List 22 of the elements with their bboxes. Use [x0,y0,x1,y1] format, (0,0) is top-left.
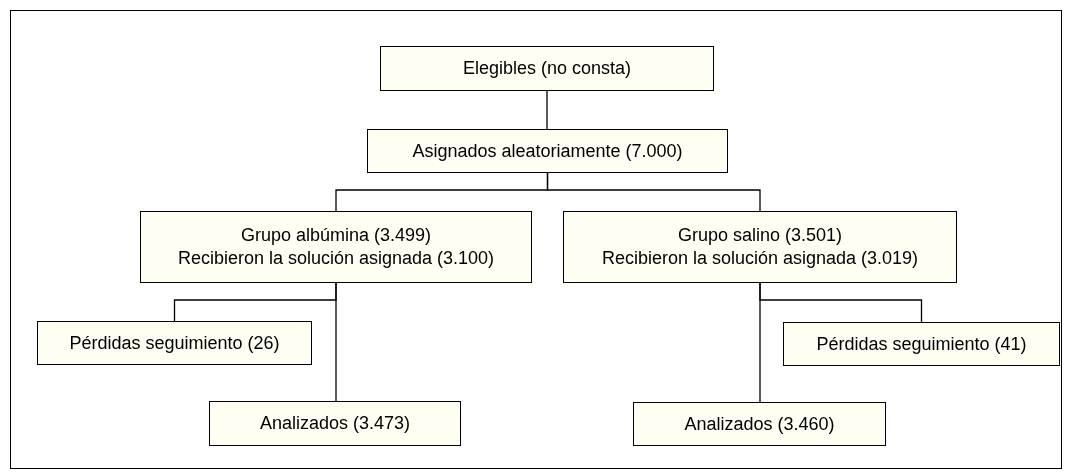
box-text: Analizados (3.473) [259,412,411,435]
process-box [633,402,886,446]
connector-line [759,282,761,403]
process-box [140,211,532,283]
box-text: Recibieron la solución asignada (3.019) [601,247,919,270]
process-box [209,401,461,446]
process-box [563,211,957,283]
box-text: Grupo albúmina (3.499) [240,224,432,247]
box-text: Recibieron la solución asignada (3.100) [177,247,495,270]
box-text: Elegibles (no consta) [462,57,632,80]
process-box [37,321,312,365]
connector-line [546,90,548,130]
connector-line [335,282,337,402]
box-text: Grupo salino (3.501) [677,224,843,247]
box-text: Pérdidas seguimiento (26) [69,331,280,355]
process-box [380,46,714,91]
connector-line [546,172,761,212]
box-text: Asignados aleatoriamente (7.000) [412,139,683,163]
box-text: Pérdidas seguimiento (41) [816,332,1027,356]
box-text: Analizados (3.460) [684,412,835,436]
process-box [367,129,728,173]
process-box [783,322,1060,366]
